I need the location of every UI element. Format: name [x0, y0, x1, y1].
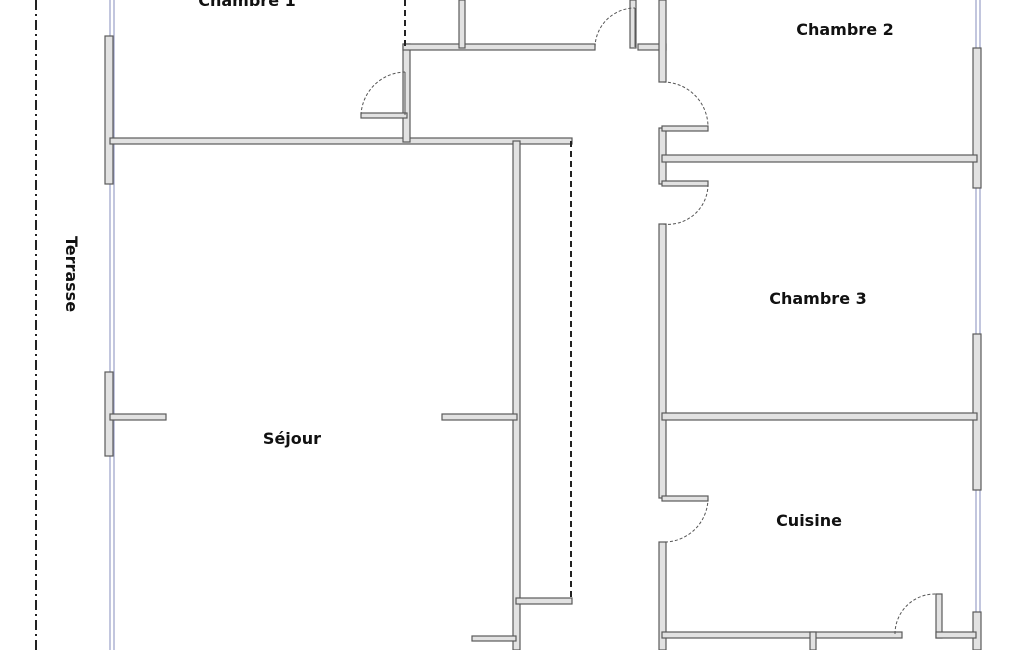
- door-cuisine-bottom: [894, 593, 937, 635]
- room-label-terrasse: Terrasse: [62, 236, 81, 312]
- wall-chambre1-sejour: [109, 137, 573, 145]
- sejour-stub-walls: [109, 413, 518, 642]
- hallway-walls: [512, 0, 667, 650]
- room-label-chambre2: Chambre 2: [796, 20, 894, 39]
- room-label-sejour: Séjour: [263, 429, 321, 448]
- room-label-cuisine: Cuisine: [776, 511, 842, 530]
- door-cuisine: [662, 497, 709, 543]
- door-chambre3: [662, 183, 709, 225]
- room-label-chambre3: Chambre 3: [769, 289, 867, 308]
- top-center-walls: [360, 0, 667, 143]
- left-exterior-wall: [104, 0, 115, 650]
- door-chambre1: [360, 71, 406, 116]
- room-label-chambre1: Chambre 1: [198, 0, 296, 10]
- door-chambre2: [662, 81, 709, 128]
- door-top-center: [594, 7, 636, 48]
- right-exterior-wall: [972, 0, 982, 650]
- right-room-walls: [661, 125, 978, 650]
